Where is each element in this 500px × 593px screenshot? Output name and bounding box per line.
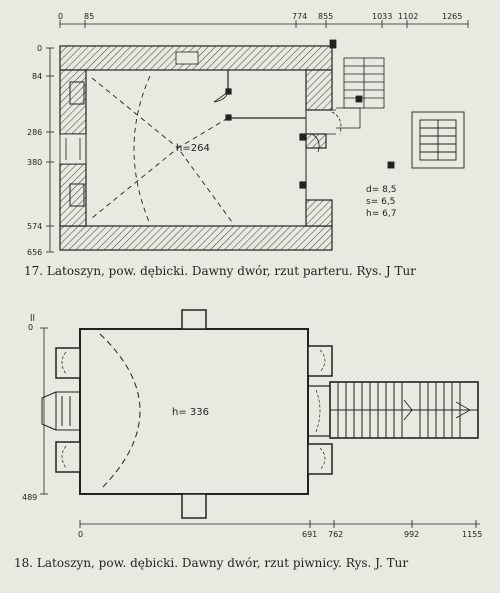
figure-18-number-mark: ll: [30, 314, 35, 324]
left-scale-label-656: 656: [27, 248, 42, 257]
cellar-passage: [308, 385, 330, 437]
left-scale-label-380: 380: [27, 158, 42, 167]
bottom-scale-label-691: 691: [302, 530, 317, 539]
interior-partition: [225, 70, 307, 189]
left-scale-label-286: 286: [27, 128, 42, 137]
top-scale-label-1265: 1265: [442, 12, 462, 21]
door-swing: [213, 91, 229, 103]
left-window-well: [41, 391, 81, 431]
stair-dim-h: h= 6,7: [366, 209, 396, 219]
figure-17-caption: 17. Latoszyn, pow. dębicki. Dawny dwór, …: [24, 264, 416, 278]
top-scale-label-1033: 1033: [372, 12, 392, 21]
bottom-scale-cellar: [79, 520, 480, 528]
niche-arcs: [61, 349, 326, 471]
left-pilasters: [69, 81, 85, 207]
left-scale-label-0: 0: [37, 44, 42, 53]
top-scale-label-855: 855: [318, 12, 333, 21]
top-scale-label-1102: 1102: [398, 12, 418, 21]
top-scale-label-0: 0: [58, 12, 63, 21]
cellar-height-label: h= 336: [172, 407, 209, 418]
left-scale: [46, 47, 54, 253]
figure-18-cellar-plan: ll 0 489: [14, 309, 482, 570]
main-room: [85, 69, 307, 227]
left-scale-cellar-label-0: 0: [28, 323, 33, 332]
cellar-vault-line: [99, 333, 141, 491]
top-scale: [59, 20, 469, 28]
room-height-label: h=264: [176, 143, 210, 154]
bottom-scale-label-762: 762: [328, 530, 343, 539]
vault-lines: [91, 75, 233, 225]
top-windows: [175, 51, 199, 65]
door-leaf: [213, 91, 229, 103]
stair-dim-d: d= 8,5: [366, 185, 396, 195]
bottom-scale-label-992: 992: [404, 530, 419, 539]
left-scale-cellar-label-489: 489: [22, 493, 37, 502]
top-scale-label-774: 774: [292, 12, 307, 21]
cellar-staircase: [329, 381, 479, 439]
left-scale-label-574: 574: [27, 222, 42, 231]
left-scale-label-84: 84: [32, 72, 42, 81]
stair-dim-s: s= 6,5: [366, 197, 395, 207]
bottom-scale-label-0: 0: [78, 530, 83, 539]
bottom-scale-label-1155: 1155: [462, 530, 482, 539]
figure-18-caption: 18. Latoszyn, pow. dębicki. Dawny dwór, …: [14, 556, 408, 570]
exterior-stair: [311, 39, 385, 153]
top-scale-label-85: 85: [84, 12, 94, 21]
stair-block: [387, 111, 465, 169]
figure-17-ground-floor-plan: 0 85 774 855 1033 1102 1265 0 84 286 380…: [24, 12, 469, 278]
left-entrance: [59, 133, 87, 165]
left-scale-cellar: [40, 327, 48, 495]
cellar-niches: [55, 309, 333, 519]
